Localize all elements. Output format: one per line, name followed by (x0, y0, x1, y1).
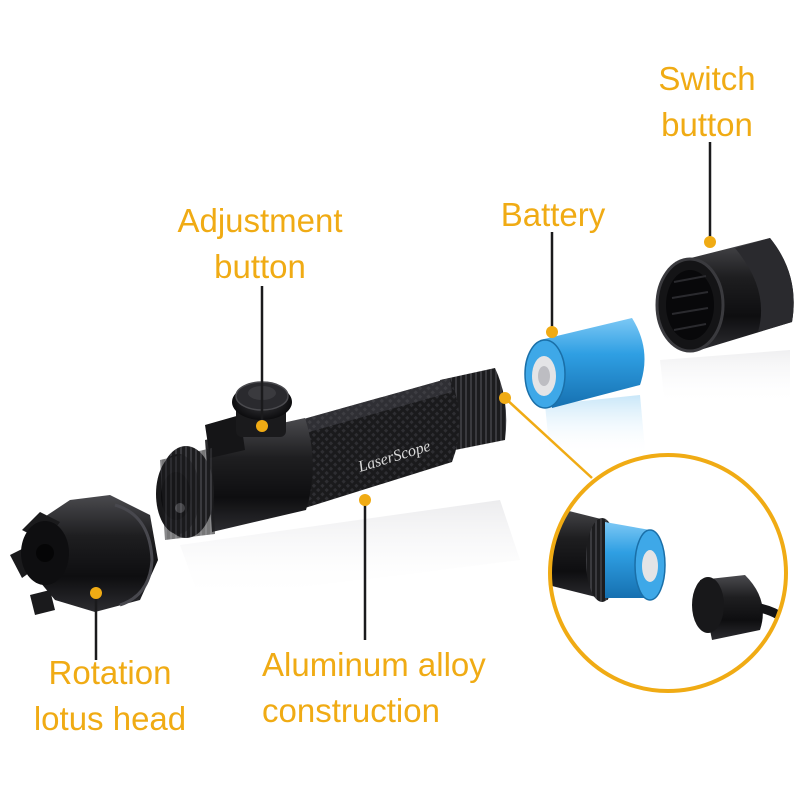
rotation-head-label: Rotation lotus head (10, 650, 210, 742)
battery-label-line1: Battery (500, 196, 606, 233)
adjustment-button-label-line1: Adjustment (177, 202, 343, 239)
aluminum-alloy-label-line2: construction (262, 692, 440, 729)
adjustment-button-label: Adjustment button (150, 198, 370, 290)
callout-lines (90, 142, 716, 660)
rotation-head-label-line2: lotus head (33, 700, 187, 737)
adjustment-button-label-line2: button (214, 248, 306, 285)
switch-button-label: Switch button (632, 56, 782, 148)
aluminum-alloy-label-line1: Aluminum alloy (262, 646, 486, 683)
switch-button-label-line1: Switch (658, 60, 756, 97)
battery (524, 318, 645, 409)
rotation-head-label-line1: Rotation (48, 654, 172, 691)
lotus-head (10, 495, 158, 615)
detail-magnifier (499, 392, 788, 693)
switch-cap (655, 238, 794, 353)
reflections (180, 350, 790, 600)
switch-button-label-line2: button (661, 106, 753, 143)
laser-body: LaserScope (156, 368, 507, 540)
aluminum-alloy-label: Aluminum alloy construction (262, 642, 532, 734)
battery-label: Battery (478, 192, 628, 238)
